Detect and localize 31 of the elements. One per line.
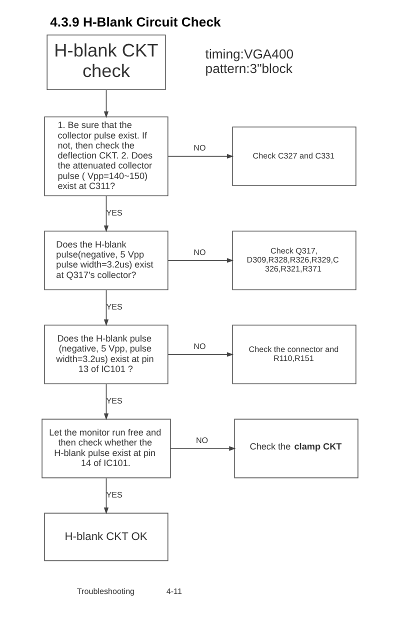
node-box: Check Q317, D309,R328,R326,R329,C 326,R321,R371	[232, 230, 356, 290]
arrow	[104, 290, 109, 326]
arrow	[104, 478, 109, 514]
arrow	[104, 384, 109, 420]
node-box: Let the monitor run free and then check whether the H-blank pulse exist at pin 14 of IC101.	[42, 418, 171, 478]
edge-label: NO	[194, 248, 206, 257]
edge-label: NO	[194, 144, 206, 153]
node-box: H-blank CKT check	[46, 34, 166, 90]
arrow	[104, 90, 109, 118]
label: timing:VGA400 pattern:3"block	[205, 46, 294, 76]
edge-label: NO	[196, 436, 208, 445]
node-box: 1. Be sure that the collector pulse exist. If not, then check the deflection CKT. 2. Does the attenuated collector pulse ( Vpp=140~150) exist at C311?	[44, 116, 168, 196]
label: Troubleshooting	[76, 586, 135, 596]
node-box: H-blank CKT OK	[44, 512, 168, 562]
node-box: Does the H-blank pulse (negative, 5 Vpp, pulse width=3.2us) exist at pin 13 of IC101 ?	[44, 324, 168, 384]
label: 4-11	[166, 586, 182, 596]
diagram-title: 4.3.9 H-Blank Circuit Check	[50, 14, 221, 30]
edge-label: YES	[106, 490, 122, 500]
arrow	[168, 258, 234, 263]
arrow	[170, 446, 236, 451]
arrow	[168, 352, 234, 357]
node-box: Check the connector and R110,R151	[232, 324, 356, 384]
node-box: Check the clamp CKT	[234, 418, 358, 478]
node-box: Does the H-blank pulse(negative, 5 Vpp pulse width=3.2us) exist at Q317's collector?	[44, 230, 168, 290]
node-box: Check C327 and C331	[232, 126, 356, 186]
edge-label: YES	[106, 396, 122, 406]
arrow	[168, 154, 234, 159]
edge-label: NO	[194, 342, 206, 351]
edge-label: YES	[106, 208, 122, 218]
arrow	[104, 196, 109, 232]
edge-label: YES	[106, 302, 122, 312]
